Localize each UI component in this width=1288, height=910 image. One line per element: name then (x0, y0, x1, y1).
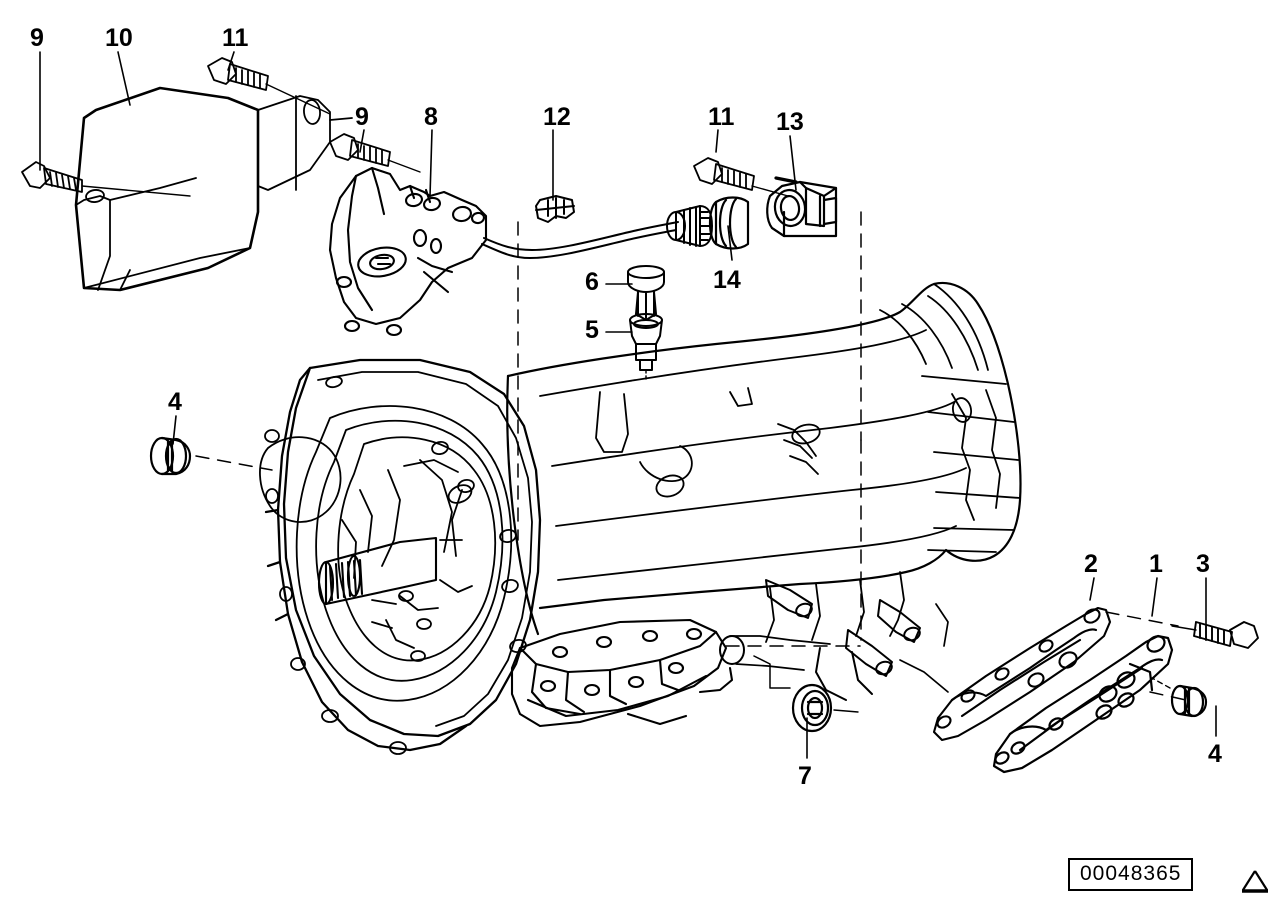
part-6-expansion-rivet (627, 265, 665, 321)
callout-2: 2 (1084, 550, 1098, 578)
part-4-plug-right (1170, 684, 1208, 718)
part-1-oil-pan-cover (992, 634, 1174, 774)
attached-oil-pan (510, 618, 734, 728)
leader-lines (39, 51, 1217, 759)
callout-4-left: 4 (168, 388, 182, 416)
part-9-bolt-left (21, 161, 83, 193)
part-11-bolt-right (693, 157, 755, 191)
part-7-leader (753, 655, 791, 689)
callout-14: 14 (713, 266, 741, 294)
diagram-part-number: 00048365 (1068, 858, 1194, 892)
callout-5: 5 (585, 316, 599, 344)
part-13-cable-holder (766, 180, 838, 238)
part-14-sleeve (708, 196, 750, 250)
part-11-bolt-top (207, 57, 269, 91)
callout-13: 13 (776, 108, 804, 136)
callout-1: 1 (1149, 550, 1163, 578)
part-13-tab (774, 176, 798, 184)
warning-triangle-icon (1242, 870, 1268, 893)
callout-12: 12 (543, 103, 571, 131)
speed-sensor-cable (481, 221, 679, 259)
part-5-grommet (629, 313, 663, 371)
case-surface-lines (539, 283, 1021, 643)
part-10-heat-shield (74, 86, 260, 292)
callout-9-top-left: 9 (30, 24, 44, 52)
callout-10: 10 (105, 24, 133, 52)
case-port-hole (719, 635, 745, 665)
part-3-hex-bolt (1193, 621, 1259, 649)
part-7-o-ring (791, 683, 833, 733)
callout-6: 6 (585, 268, 599, 296)
bell-housing (264, 358, 542, 752)
part-4-plug-left (149, 436, 192, 476)
callout-11-right: 11 (708, 103, 735, 131)
part-12-connector-clip (535, 195, 575, 223)
callout-9-second: 9 (355, 103, 369, 131)
callout-3: 3 (1196, 550, 1210, 578)
part-2-oil-pan-gasket (932, 606, 1112, 742)
callout-11-top: 11 (222, 24, 249, 52)
case-lower-misc (729, 603, 949, 693)
bell-housing-flange-detail (259, 371, 533, 755)
transmission-main-case (506, 281, 1022, 636)
callout-7: 7 (798, 762, 812, 790)
callout-8: 8 (424, 103, 438, 131)
case-mounting-lugs (765, 579, 921, 701)
part-9-bolt-right (329, 133, 391, 167)
connector-body (666, 205, 713, 247)
part-8-selector-bracket (328, 166, 488, 337)
part-10-heat-shield-detail (75, 95, 353, 291)
callout-4-right: 4 (1208, 740, 1222, 768)
input-shaft (317, 536, 438, 606)
assembly-dashed-lines (195, 211, 1187, 701)
